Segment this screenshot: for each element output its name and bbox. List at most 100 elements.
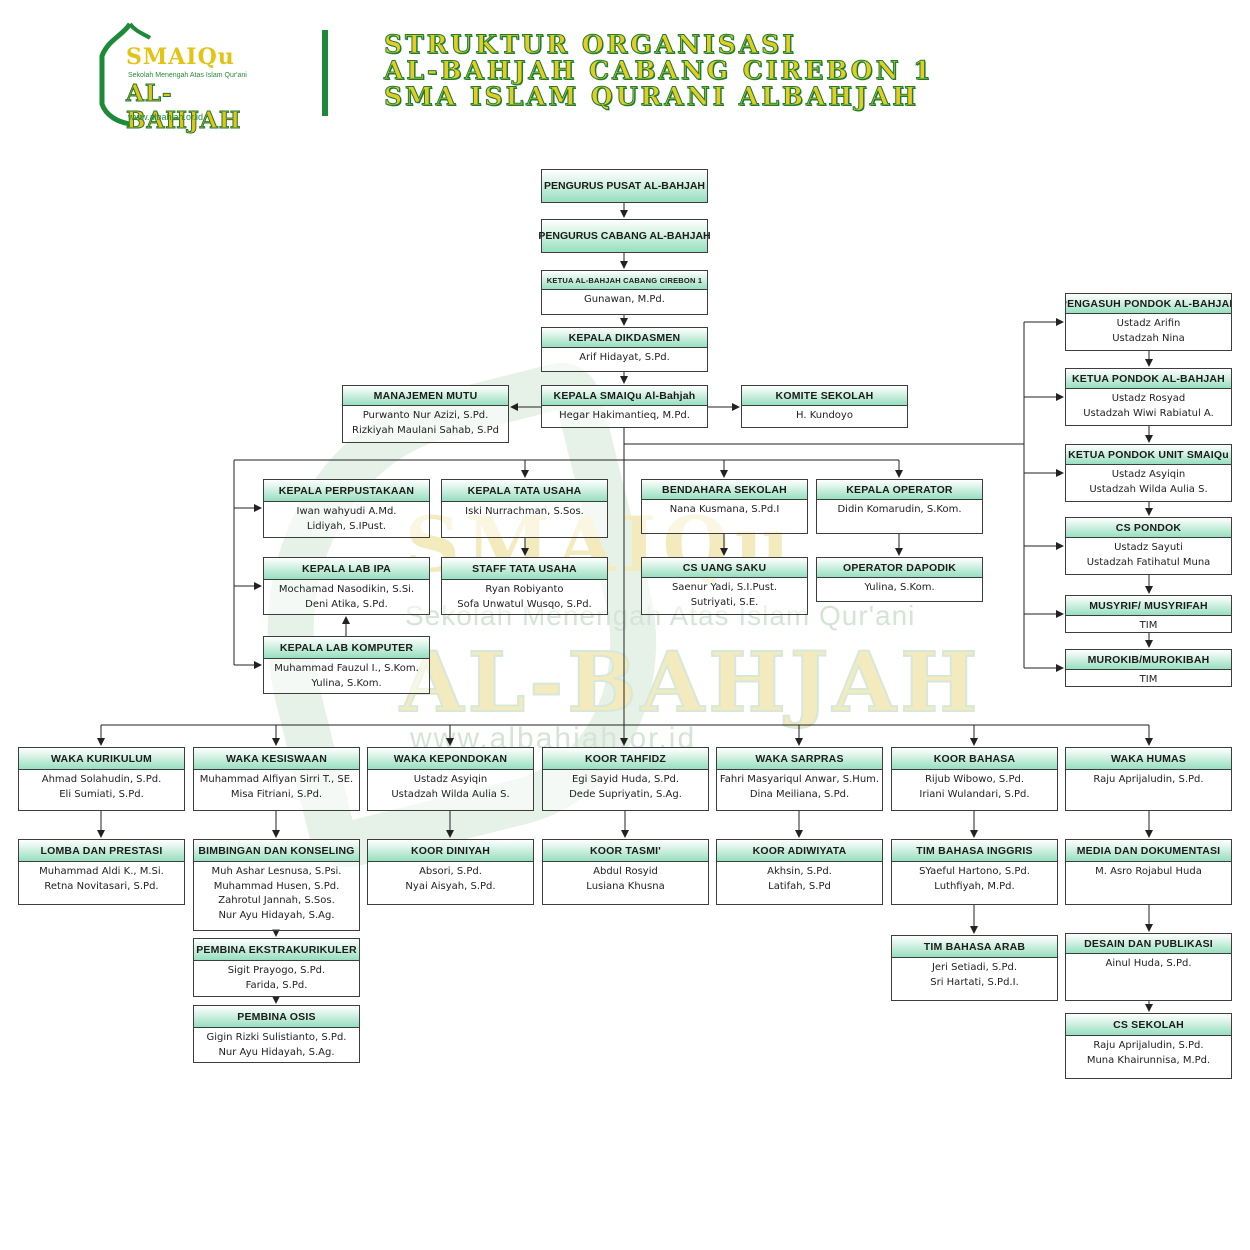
org-box-names: Didin Komarudin, S.Kom.: [817, 500, 982, 518]
member-name: Nyai Aisyah, S.Pd.: [405, 880, 496, 892]
org-box-title: KEPALA OPERATOR: [817, 480, 982, 500]
org-box-names: Hegar Hakimantieq, M.Pd.: [542, 406, 707, 424]
org-box-title: MUSYRIF/ MUSYRIFAH: [1066, 596, 1231, 616]
member-name: Gigin Rizki Sulistianto, S.Pd.: [206, 1032, 347, 1043]
org-box-cabang: PENGURUS CABANG AL-BAHJAH: [538, 219, 711, 253]
member-name: Ryan Robiyanto: [485, 584, 564, 595]
org-box-title: WAKA KEPONDOKAN: [368, 748, 533, 770]
org-box-title: CS UANG SAKU: [642, 558, 807, 578]
org-box-names: Raju Aprijaludin, S.Pd.Muna Khairunnisa,…: [1066, 1036, 1231, 1068]
org-box-names: Rijub Wibowo, S.Pd.Iriani Wulandari, S.P…: [892, 770, 1057, 802]
org-box-osis: PEMBINA OSIS Gigin Rizki Sulistianto, S.P…: [193, 1005, 360, 1063]
org-box-title: DESAIN DAN PUBLIKASI: [1066, 934, 1231, 954]
member-name: Jeri Setiadi, S.Pd.: [931, 962, 1018, 973]
school-logo: SMAIQu Sekolah Menengah Atas Islam Qur'a…: [96, 20, 276, 135]
member-name: Sigit Prayogo, S.Pd.: [227, 965, 326, 976]
org-box-names: Gunawan, M.Pd.: [542, 290, 707, 308]
page-title: STRUKTUR ORGANISASI AL-BAHJAH CABANG CIR…: [384, 30, 934, 110]
org-box-title: KEPALA DIKDASMEN: [542, 328, 707, 348]
header: SMAIQu Sekolah Menengah Atas Islam Qur'a…: [0, 0, 1250, 140]
member-name: Luthfiyah, M.Pd.: [934, 880, 1015, 892]
member-name: Ustadz Asyiqin: [1111, 469, 1186, 480]
org-box-musyrif: MUSYRIF/ MUSYRIFAH TIM: [1065, 595, 1232, 633]
member-name: Saenur Yadi, S.I.Pust.: [671, 582, 778, 593]
org-box-names: Yulina, S.Kom.: [817, 578, 982, 596]
member-name: Ustadzah Fatihatul Muna: [1086, 556, 1211, 568]
member-name: Lusiana Khusna: [586, 880, 665, 892]
title-line-1: STRUKTUR ORGANISASI: [384, 30, 797, 59]
member-name: Nur Ayu Hidayah, S.Ag.: [218, 909, 335, 921]
org-box-names: H. Kundoyo: [742, 406, 907, 424]
org-box-title: PENGURUS PUSAT AL-BAHJAH: [543, 180, 705, 192]
org-box-title: PEMBINA OSIS: [194, 1006, 359, 1028]
member-name: M. Asro Rojabul Huda: [1095, 866, 1202, 877]
org-box-title: WAKA KURIKULUM: [19, 748, 184, 770]
member-name: Ustadz Sayuti: [1114, 542, 1183, 553]
org-box-names: Jeri Setiadi, S.Pd. Sri Hartati, S.Pd.I.: [892, 958, 1057, 990]
member-name: Muh Ashar Lesnusa, S.Psi.: [211, 866, 342, 877]
org-box-names: TIM: [1066, 616, 1231, 634]
title-line-2: AL-BAHJAH CABANG CIREBON 1: [384, 56, 934, 85]
org-box-names: Iski Nurrachman, S.Sos.: [442, 502, 607, 520]
member-name: Purwanto Nur Azizi, S.Pd.: [362, 410, 489, 421]
member-name: Yulina, S.Kom.: [864, 582, 935, 593]
member-name: Raju Aprijaludin, S.Pd.: [1093, 774, 1204, 785]
member-name: Sri Hartati, S.Pd.I.: [930, 976, 1019, 988]
org-box-names: Arif Hidayat, S.Pd.: [542, 348, 707, 366]
org-box-title: KEPALA LAB IPA: [264, 558, 429, 580]
org-box-arab: TIM BAHASA ARAB Jeri Setiadi, S.Pd. Sri Ha…: [891, 935, 1058, 1001]
member-name: Hegar Hakimantieq, M.Pd.: [559, 410, 690, 421]
org-box-title: KEPALA SMAIQu Al-Bahjah: [542, 386, 707, 406]
member-name: H. Kundoyo: [796, 410, 853, 421]
org-box-title: LOMBA DAN PRESTASI: [19, 840, 184, 862]
org-box-names: Muh Ashar Lesnusa, S.Psi.Muhammad Husen,…: [194, 862, 359, 923]
org-box-title: KETUA AL-BAHJAH CABANG CIREBON 1: [542, 271, 707, 290]
org-box-title: KEPALA TATA USAHA: [442, 480, 607, 502]
org-box-title: CS PONDOK: [1066, 518, 1231, 538]
org-box-title: TIM BAHASA ARAB: [892, 936, 1057, 958]
org-box-names: Muhammad Alfiyan Sirri T., SE.Misa Fitri…: [194, 770, 359, 802]
member-name: Ustadzah Nina: [1112, 332, 1185, 344]
org-box-names: Purwanto Nur Azizi, S.Pd.Rizkiyah Maulan…: [343, 406, 508, 438]
org-box-names: Egi Sayid Huda, S.Pd.Dede Supriyatin, S.…: [543, 770, 708, 802]
org-box-title: KETUA PONDOK AL-BAHJAH: [1066, 369, 1231, 389]
org-box-title: MUROKIB/MUROKIBAH: [1066, 650, 1231, 670]
member-name: Deni Atika, S.Pd.: [305, 598, 388, 610]
header-divider: [322, 30, 328, 116]
member-name: Dina Meiliana, S.Pd.: [749, 788, 850, 800]
org-box-names: Akhsin, S.Pd.Latifah, S.Pd: [717, 862, 882, 894]
logo-text-smaiqu: SMAIQu: [126, 44, 235, 70]
org-box-names: Muhammad Aldi K., M.Si.Retna Novitasari,…: [19, 862, 184, 894]
member-name: Fahri Masyariqul Anwar, S.Hum.: [719, 774, 880, 785]
org-box-title: PENGURUS CABANG AL-BAHJAH: [538, 230, 711, 242]
member-name: Ustadzah Wilda Aulia S.: [391, 788, 510, 800]
mosque-dome-icon: [99, 22, 152, 127]
member-name: TIM: [1139, 620, 1158, 631]
org-box-title: KEPALA PERPUSTAKAAN: [264, 480, 429, 502]
member-name: Didin Komarudin, S.Kom.: [837, 504, 962, 515]
member-name: Iriani Wulandari, S.Pd.: [919, 788, 1030, 800]
org-box-title: WAKA KESISWAAN: [194, 748, 359, 770]
